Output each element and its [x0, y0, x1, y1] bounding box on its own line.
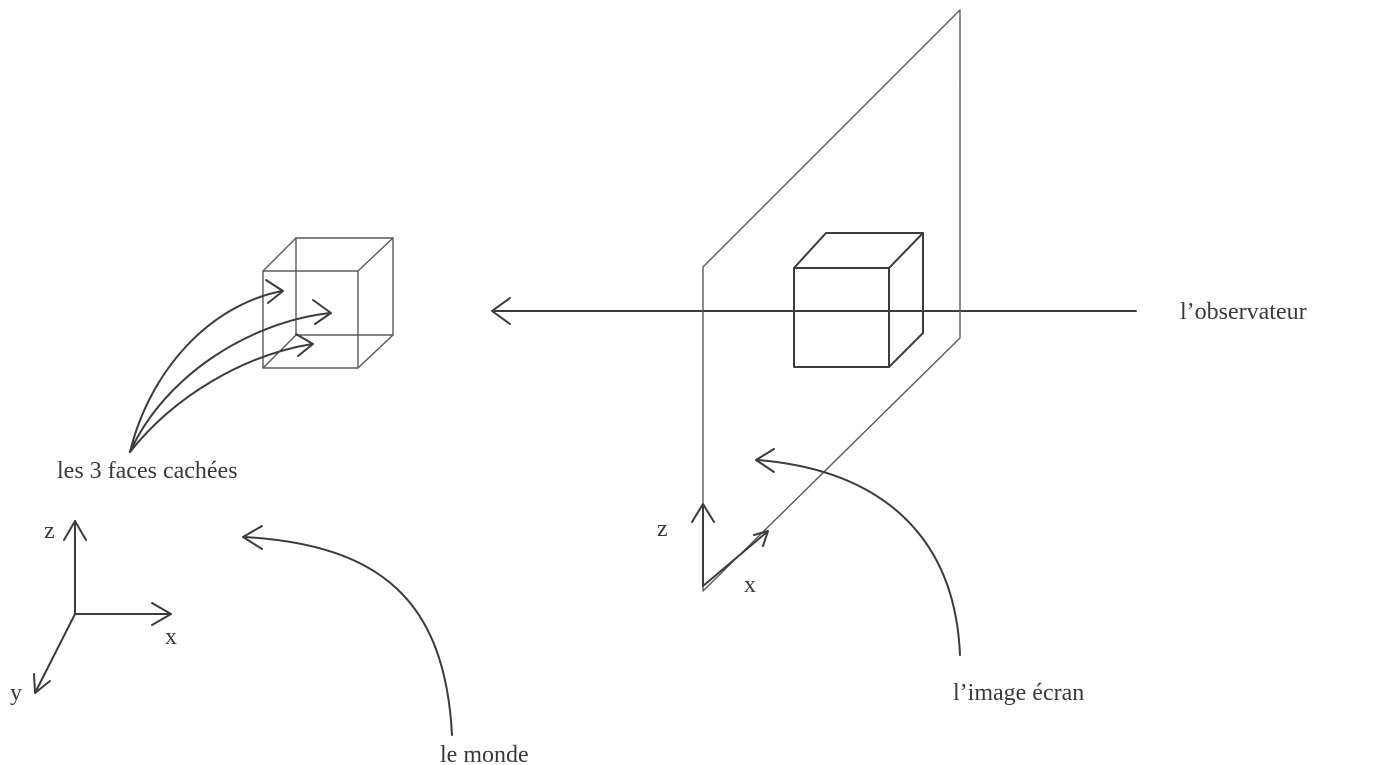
world-cube [262, 237, 394, 369]
world-axis-z-label: z [44, 518, 55, 544]
world-pointer-arrow [242, 525, 453, 736]
observer-label: l’observateur [1180, 299, 1307, 325]
screen-image-label: l’image écran [953, 680, 1084, 706]
screen-axis-z-label: z [657, 516, 668, 542]
screen-axes [691, 503, 769, 587]
hidden-faces-label: les 3 faces cachées [57, 458, 238, 484]
screen-axis-x-label: x [744, 572, 756, 598]
view-ray [491, 297, 1137, 325]
world-label: le monde [440, 742, 529, 765]
screen-cube [793, 232, 924, 368]
screen-pointer-arrow [755, 448, 961, 656]
world-axes [33, 520, 172, 694]
hidden-face-arrows [129, 279, 332, 453]
world-axis-y-label: y [10, 680, 22, 706]
screen-plane [702, 9, 961, 592]
world-axis-x-label: x [165, 624, 177, 650]
